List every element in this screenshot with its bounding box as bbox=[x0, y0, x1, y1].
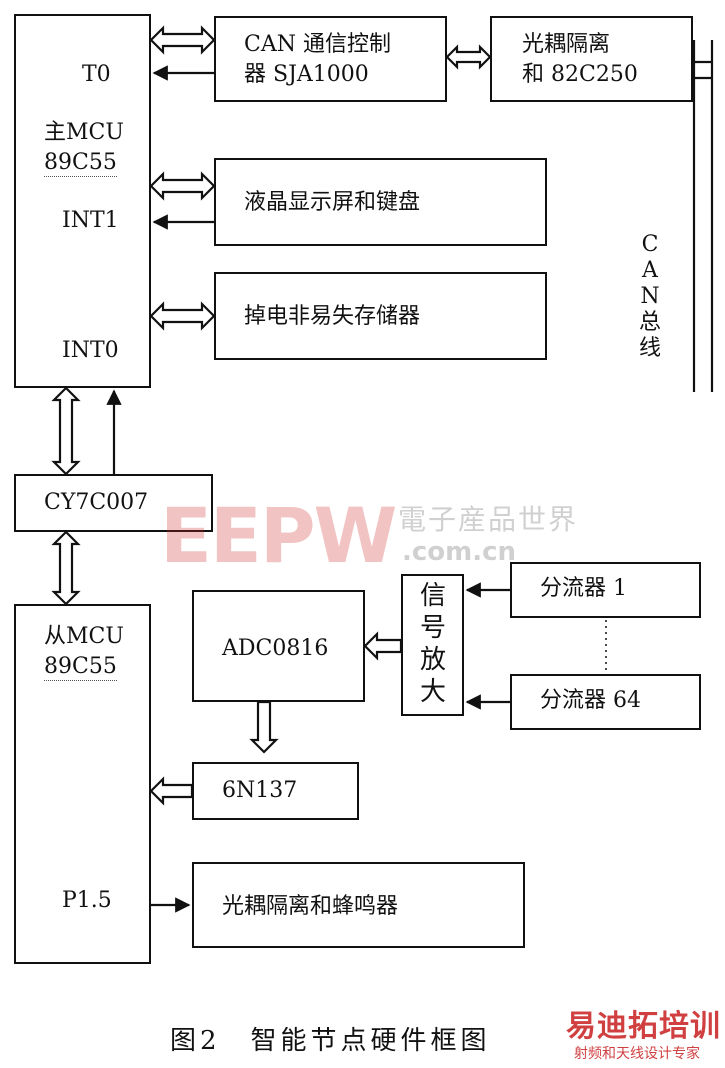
dual-port-ram-box bbox=[14, 474, 213, 532]
shunt1-label: 分流器 1 bbox=[540, 576, 627, 601]
pin-int0-label: INT0 bbox=[62, 338, 119, 363]
slave-mcu-model: 89C55 bbox=[44, 654, 117, 681]
data-arrow-isolator-slave bbox=[149, 776, 194, 806]
adc-label: ADC0816 bbox=[222, 636, 329, 661]
pin-p15-label: P1.5 bbox=[62, 888, 112, 913]
dual-port-ram-label: CY7C007 bbox=[44, 490, 149, 515]
main-mcu-title: 主MCU bbox=[44, 120, 124, 145]
shunt1-box bbox=[510, 562, 701, 618]
bus-arrow-dualport-slave bbox=[51, 530, 81, 606]
eepw-watermark: EEPW bbox=[160, 491, 397, 580]
can-controller-box bbox=[214, 16, 447, 102]
bus-arrow-mcu-can bbox=[149, 25, 216, 55]
amplifier-label: 信号放大 bbox=[419, 581, 446, 707]
bus-arrow-mcu-eeprom bbox=[149, 301, 216, 331]
lcd-label: 液晶显示屏和键盘 bbox=[244, 190, 421, 215]
can-controller-line1: CAN 通信控制 bbox=[244, 32, 391, 57]
data-arrow-adc-isolator bbox=[249, 700, 279, 754]
slave-mcu-title: 从MCU bbox=[44, 624, 124, 649]
pin-int1-label: INT1 bbox=[62, 208, 119, 233]
buzzer-label: 光耦隔离和蜂鸣器 bbox=[222, 894, 399, 919]
corner-logo-tagline: 射频和天线设计专家 bbox=[574, 1046, 700, 1062]
shunt64-label: 分流器 64 bbox=[540, 688, 641, 713]
optocoupler-line1: 光耦隔离 bbox=[522, 32, 611, 57]
data-arrow-amp-adc bbox=[363, 631, 403, 661]
optocoupler-line2: 和 82C250 bbox=[522, 62, 638, 87]
bus-arrow-mcu-dualport bbox=[51, 386, 81, 476]
bus-arrow-can-opto bbox=[445, 44, 492, 70]
isolator-label: 6N137 bbox=[222, 778, 298, 803]
shunt64-box bbox=[510, 674, 701, 730]
optocoupler-box bbox=[490, 16, 693, 102]
eeprom-label: 掉电非易失存储器 bbox=[244, 304, 421, 329]
lcd-box bbox=[214, 158, 547, 246]
watermark-url: .com.cn bbox=[402, 537, 517, 567]
corner-logo: 易迪拓培训 bbox=[566, 1009, 721, 1044]
buzzer-box bbox=[192, 862, 525, 948]
bus-arrow-mcu-lcd bbox=[149, 171, 216, 201]
slave-mcu-box bbox=[14, 604, 151, 964]
pin-t0-label: T0 bbox=[82, 62, 111, 87]
can-controller-line2: 器 SJA1000 bbox=[244, 62, 369, 87]
main-mcu-model: 89C55 bbox=[44, 150, 117, 177]
figure-caption: 图2 智能节点硬件框图 bbox=[170, 1026, 491, 1056]
watermark-cn-text: 電子産品世界 bbox=[398, 503, 579, 536]
can-bus-label: CAN总线 bbox=[638, 232, 661, 361]
main-mcu-box bbox=[14, 14, 151, 388]
